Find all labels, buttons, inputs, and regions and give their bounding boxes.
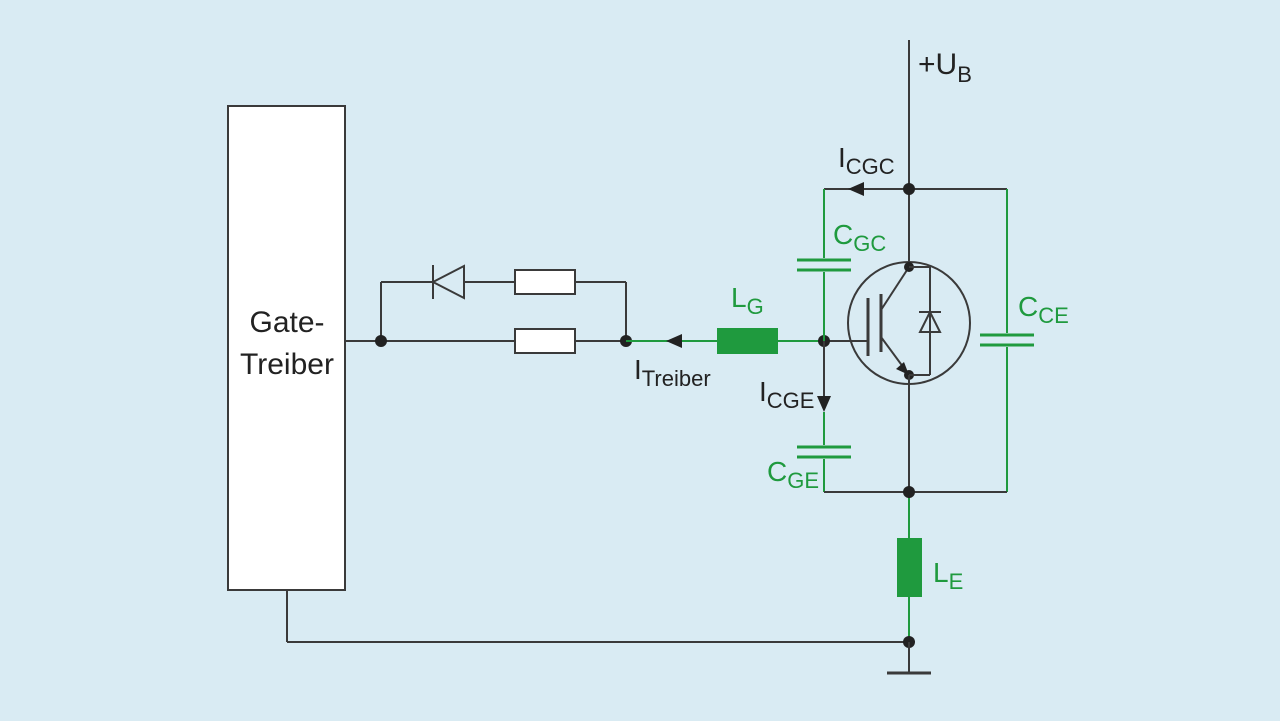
igbt-collector-leg <box>880 266 910 311</box>
gate-driver-label-line2: Treiber <box>240 348 334 381</box>
gate-driver-box <box>227 105 346 591</box>
emitter-node-dot <box>903 486 915 498</box>
arrow-i-treiber-icon <box>666 334 682 348</box>
collector-rail <box>824 40 1007 267</box>
fwd-diode-triangle <box>918 309 942 333</box>
diode-icon <box>430 264 465 300</box>
resistor-top <box>514 269 576 295</box>
gate-driver-label-line1: Gate- <box>249 306 324 339</box>
label-c-gc: CGC <box>833 219 886 256</box>
arrow-i-cgc-icon <box>848 182 864 196</box>
label-c-ge: CGE <box>767 456 819 493</box>
label-supply-voltage: +UB <box>918 48 972 87</box>
resistor-bottom <box>514 328 576 354</box>
ground-return <box>286 590 931 675</box>
junction-dot-left <box>375 335 387 347</box>
label-i-treiber: ITreiber <box>634 354 711 391</box>
arrow-i-cge-icon <box>817 396 831 412</box>
capacitor-cce <box>980 189 1034 492</box>
driver-output-network <box>345 264 632 354</box>
inductor-le-group <box>897 498 922 642</box>
igbt-circle <box>847 261 971 385</box>
inductor-le <box>897 538 922 597</box>
igbt-transistor-icon <box>847 261 971 385</box>
capacitor-cgc <box>797 189 851 341</box>
label-c-ce: CCE <box>1018 291 1069 328</box>
label-i-cge: ICGE <box>759 376 814 413</box>
collector-node-dot <box>903 183 915 195</box>
gate-path <box>626 328 850 354</box>
label-l-g: LG <box>731 282 764 319</box>
emitter-rail <box>824 375 1007 540</box>
inductor-lg <box>717 328 778 354</box>
label-l-e: LE <box>933 557 963 594</box>
label-i-cgc: ICGC <box>838 142 895 179</box>
capacitor-cge <box>797 341 851 492</box>
